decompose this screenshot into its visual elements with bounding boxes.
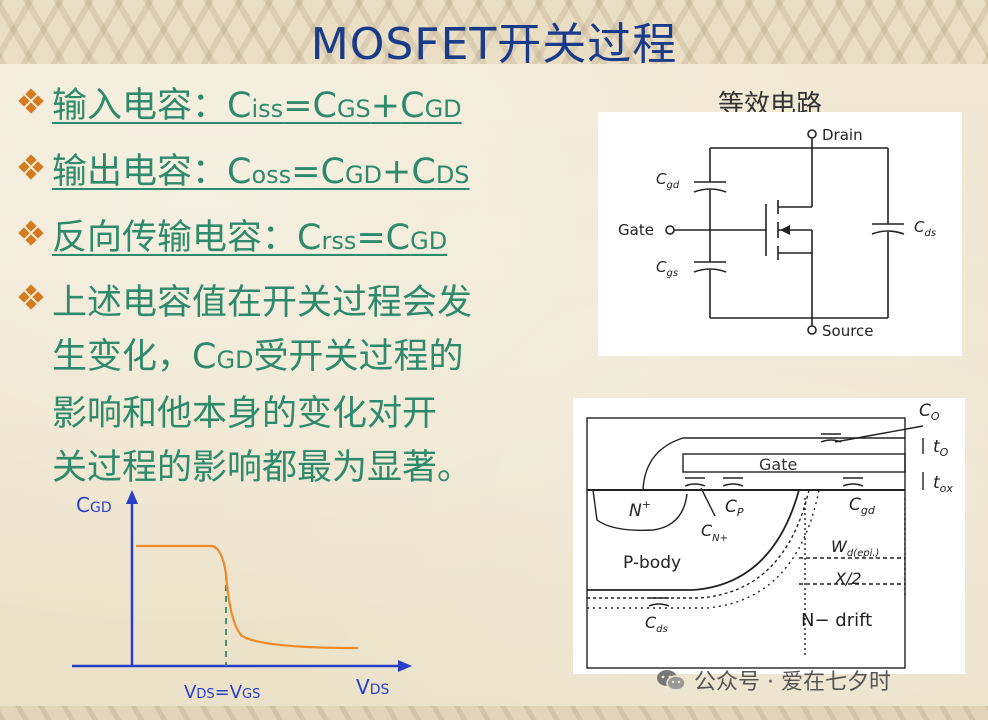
mosfet-cross-section-panel: Gate CO tO tox N+ CN+ CP Cgd Wd(epi.) X/… (573, 398, 965, 674)
cgd-cross-label: Cgd (849, 495, 876, 517)
bullet-text: 输出电容：Coss=CGD+CDS (52, 152, 470, 192)
top-decorative-border (0, 0, 988, 64)
cds-label: Cds (914, 218, 936, 239)
bullet-input-capacitance: 输入电容：Ciss=CGS+CGD (18, 80, 462, 135)
wechat-icon (656, 668, 686, 692)
bullet-text: 反向传输电容：Crss=CGD (52, 218, 448, 258)
equivalent-circuit-panel: Drain Gate Source Cgd Cgs Cds (598, 112, 962, 356)
watermark: 公众号 · 爱在七夕时 (656, 664, 891, 696)
mosfet-cross-section-diagram: Gate CO tO tox N+ CN+ CP Cgd Wd(epi.) X/… (586, 401, 953, 669)
bullet-diamond-icon (18, 154, 44, 180)
bullet-paragraph: 上述电容值在开关过程会发 生变化，CGD受开关过程的 影响和他本身的变化对开 关… (52, 283, 473, 488)
drain-label: Drain (822, 126, 863, 144)
bullet-diamond-icon (18, 284, 44, 310)
cgd-curve (136, 544, 359, 650)
bottom-decorative-border (0, 706, 988, 720)
bullet-capacitance-variation: 上述电容值在开关过程会发 生变化，CGD受开关过程的 影响和他本身的变化对开 关… (18, 276, 473, 495)
cgd-label: Cgd (656, 170, 680, 191)
bullet-text: 输入电容：Ciss=CGS+CGD (52, 86, 462, 126)
tox-label: tox (933, 473, 953, 495)
y-axis-arrow (126, 490, 138, 504)
source-label: Source (822, 322, 874, 340)
wd-label: Wd(epi.) (831, 537, 879, 559)
bullet-diamond-icon (18, 220, 44, 246)
x-half-label: X/2 (834, 569, 862, 588)
p-body-label: P-body (623, 553, 681, 573)
cn-label: CN+ (701, 521, 728, 544)
cds-cross-label: Cds (645, 613, 668, 635)
gate-label: Gate (618, 221, 654, 239)
cgs-label: Cgs (656, 258, 678, 279)
n-drift-label: N− drift (801, 610, 872, 631)
bullet-diamond-icon (18, 88, 44, 114)
cgd-vs-vds-graph: CGD VDS VDS=VGS (72, 490, 412, 703)
gate-electrode-label: Gate (759, 455, 797, 474)
bullet-output-capacitance: 输出电容：Coss=CGD+CDS (18, 146, 470, 201)
graph-threshold-label: VDS=VGS (184, 682, 260, 703)
to-label: tO (933, 437, 949, 459)
bullet-reverse-transfer-capacitance: 反向传输电容：Crss=CGD (18, 212, 448, 267)
graph-x-label: VDS (356, 675, 389, 699)
x-axis-arrow (398, 660, 412, 672)
nplus-label: N+ (629, 498, 651, 521)
circuit-heading: 等效电路 (718, 90, 823, 114)
graph-y-label: CGD (76, 493, 112, 517)
slide-title: MOSFET开关过程 (310, 19, 678, 70)
equivalent-circuit-diagram: Drain Gate Source Cgd Cgs Cds (618, 126, 936, 340)
co-label: CO (919, 401, 940, 423)
watermark-text: 公众号 · 爱在七夕时 (694, 670, 891, 695)
cp-label: CP (725, 497, 744, 519)
